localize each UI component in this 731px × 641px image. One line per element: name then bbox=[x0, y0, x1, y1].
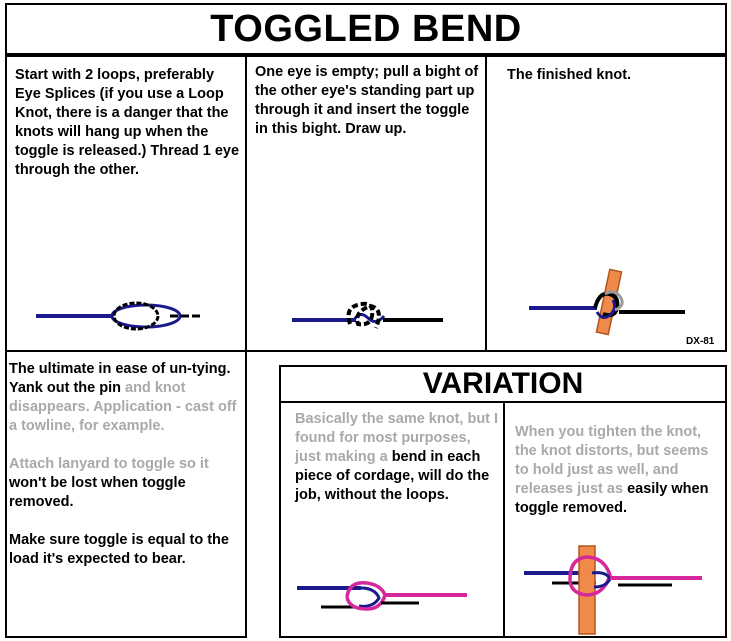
panel-step-1 bbox=[5, 55, 247, 352]
panel-variation-left bbox=[279, 401, 505, 638]
notes-p1-dark: The ultimate in ease of un-tying. Yank o… bbox=[9, 361, 231, 396]
panel-notes bbox=[5, 350, 247, 638]
variation-right-dark: easily when toggle removed. bbox=[515, 481, 709, 516]
step-1-illustration bbox=[36, 301, 202, 331]
notes-text: The ultimate in ease of un-tying. Yank o… bbox=[9, 360, 241, 588]
blue-eye bbox=[110, 303, 182, 329]
step-2-illustration bbox=[292, 301, 443, 329]
variation-left-text: Basically the same knot, but I found for… bbox=[295, 410, 500, 505]
step-3-illustration bbox=[529, 268, 685, 336]
pink-loop bbox=[568, 555, 612, 597]
black-eye bbox=[112, 301, 160, 331]
notes-para-2: Attach lanyard to toggle so it won't be … bbox=[9, 455, 241, 512]
panel-variation-right bbox=[503, 401, 727, 638]
step-1-text: Start with 2 loops, preferably Eye Splic… bbox=[15, 67, 240, 178]
toggle-pin bbox=[578, 545, 596, 635]
blue-bend bbox=[358, 586, 381, 608]
variation-right-illustration bbox=[524, 545, 702, 635]
diagram-tag: DX-81 bbox=[686, 336, 715, 347]
variation-left-illustration bbox=[297, 581, 467, 611]
panel-step-2 bbox=[245, 55, 487, 352]
variation-left-faint: Basically the same knot, but I found for… bbox=[295, 411, 499, 465]
blue-knot bbox=[595, 299, 617, 319]
notes-p1-faint: and knot disappears. Application - cast … bbox=[9, 380, 237, 434]
notes-para-1: The ultimate in ease of un-tying. Yank o… bbox=[9, 360, 241, 436]
variation-banner bbox=[279, 365, 727, 403]
notes-para-3: Make sure toggle is equal to the load it… bbox=[9, 532, 229, 567]
black-bight bbox=[346, 301, 381, 329]
step-3-text: The finished knot. bbox=[507, 67, 632, 83]
step-2-text: One eye is empty; pull a bight of the ot… bbox=[255, 64, 479, 137]
variation-left-dark: bend in each piece of cordage, will do t… bbox=[295, 449, 490, 503]
notes-p2-faint: Attach lanyard to toggle so it bbox=[9, 456, 209, 472]
title-banner bbox=[5, 3, 727, 55]
variation-title: VARIATION bbox=[422, 367, 584, 400]
notes-p2-dark: won't be lost when toggle removed. bbox=[9, 475, 186, 510]
variation-right-text: When you tighten the knot, the knot dist… bbox=[515, 423, 720, 518]
grey-wrap bbox=[604, 290, 624, 312]
variation-right-faint: When you tighten the knot, the knot dist… bbox=[515, 424, 709, 497]
page-title: TOGGLED BEND bbox=[210, 8, 522, 50]
